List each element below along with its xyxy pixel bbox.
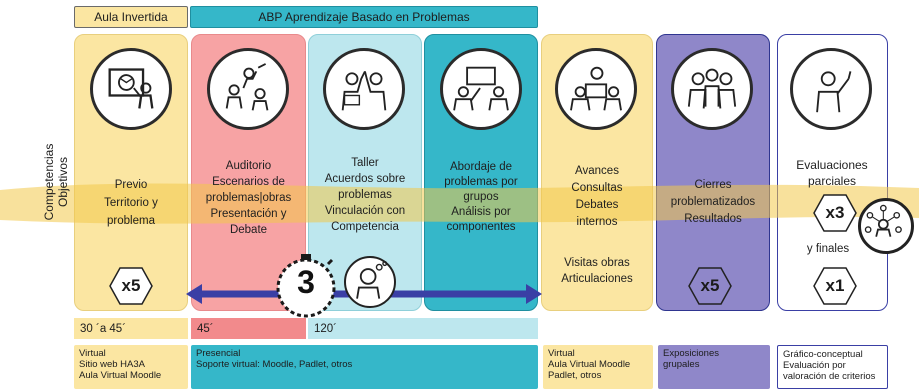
side-label-objetivos: Objetivos	[56, 156, 70, 208]
side-label-competencias: Competencias	[42, 143, 56, 221]
team-icon	[671, 48, 753, 130]
evaluaciones-label: Evaluaciones parciales	[796, 158, 868, 188]
header-abp-label: ABP Aprendizaje Basado en Problemas	[258, 10, 470, 24]
objectives-band	[0, 183, 919, 224]
high-five-icon	[323, 48, 405, 130]
header-aula-invertida: Aula Invertida	[74, 6, 188, 28]
avances-extra-label: Visitas obras Articulaciones	[561, 257, 633, 285]
presentation-board-icon	[90, 48, 172, 130]
footer-previo: Virtual Sitio web HA3A Aula Virtual Mood…	[74, 345, 188, 389]
footer-abp: Presencial Soporte virtual: Moodle, Padl…	[191, 345, 538, 389]
footer-evaluaciones: Gráfico-conceptual Evaluación por valora…	[777, 345, 888, 389]
abordaje-label: Abordaje de problemas por grupos Análisi…	[444, 161, 518, 233]
evaluaciones-final-hexagon: x1	[812, 266, 858, 306]
stopwatch-value: 3	[297, 264, 315, 300]
stopwatch-icon: 3	[270, 250, 342, 322]
header-abp: ABP Aprendizaje Basado en Problemas	[190, 6, 538, 28]
evaluaciones-partial-hexagon: x3	[812, 193, 858, 233]
audience-icon	[207, 48, 289, 130]
avances-label: Avances Consultas Debates internos	[571, 165, 623, 228]
previo-count-hexagon: x5	[108, 266, 154, 306]
auditorio-label: Auditorio Escenarios de problemas|obras …	[205, 160, 292, 236]
taller-label: Taller Acuerdos sobre problemas Vinculac…	[324, 157, 406, 233]
discussion-icon	[555, 48, 637, 130]
group-work-icon	[440, 48, 522, 130]
footer-cierres: Exposiciones grupales	[658, 345, 770, 389]
evaluaciones-finals-label: y finales	[806, 243, 850, 255]
cierres-label: Cierres problematizados Resultados	[670, 179, 756, 225]
time-previo: 30 ´a 45´	[74, 318, 188, 339]
presenter-icon	[790, 48, 872, 130]
network-person-icon	[858, 198, 914, 254]
time-auditorio: 45´	[191, 318, 306, 339]
previo-label: Previo Territorio y problema	[104, 179, 158, 227]
footer-avances: Virtual Aula Virtual Moodle Padlet, otro…	[543, 345, 653, 389]
time-taller: 120´	[308, 318, 538, 339]
header-aula-invertida-label: Aula Invertida	[94, 10, 168, 24]
thinking-person-icon	[344, 256, 396, 308]
cierres-count-hexagon: x5	[687, 266, 733, 306]
